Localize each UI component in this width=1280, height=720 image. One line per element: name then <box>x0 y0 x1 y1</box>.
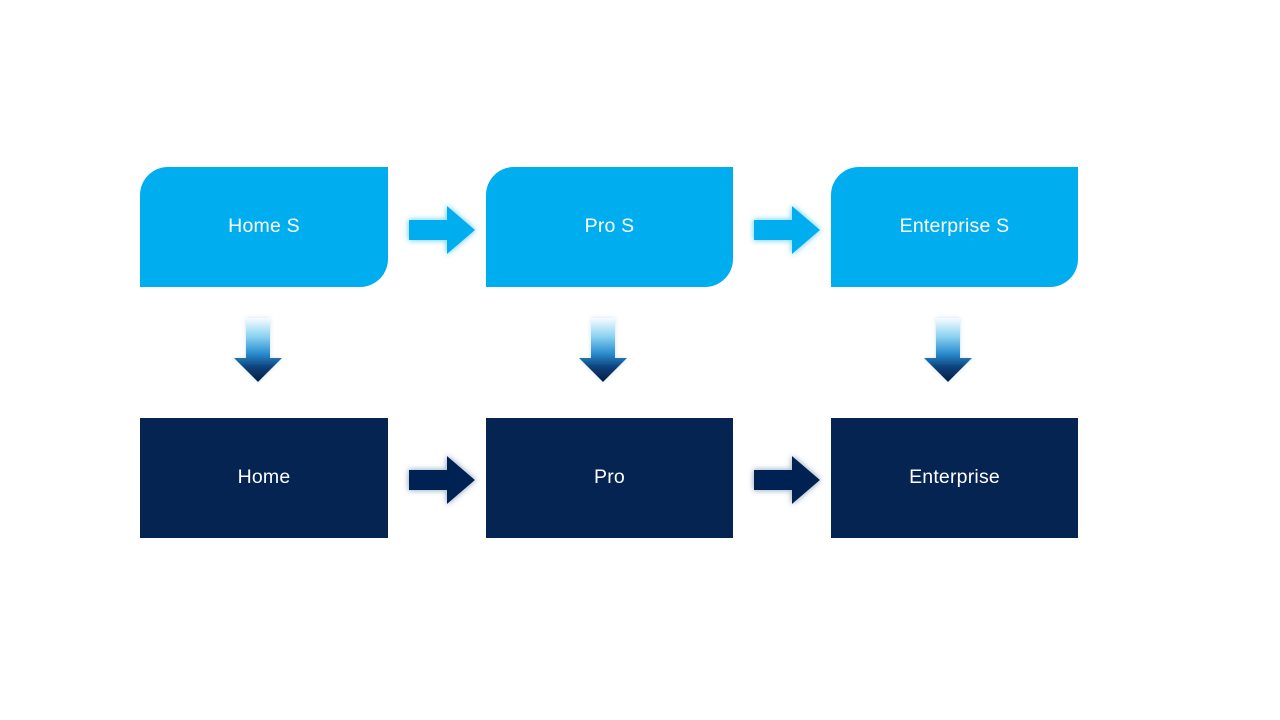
node-pro: Pro <box>486 418 733 538</box>
node-home: Home <box>140 418 388 538</box>
node-label: Home <box>237 466 291 489</box>
node-label: Home S <box>228 215 300 238</box>
node-label: Enterprise S <box>899 215 1010 238</box>
right-arrow-icon <box>409 206 475 254</box>
right-arrow-icon <box>754 206 820 254</box>
node-enterprise: Enterprise <box>831 418 1078 538</box>
node-pro-s: Pro S <box>486 167 733 287</box>
down-arrow-icon <box>579 318 627 382</box>
node-label: Enterprise <box>909 466 1000 489</box>
down-arrow-icon <box>234 318 282 382</box>
node-label: Pro <box>594 466 625 489</box>
node-label: Pro S <box>584 215 635 238</box>
right-arrow-icon <box>754 456 820 504</box>
right-arrow-icon <box>409 456 475 504</box>
node-home-s: Home S <box>140 167 388 287</box>
node-enterprise-s: Enterprise S <box>831 167 1078 287</box>
down-arrow-icon <box>924 318 972 382</box>
